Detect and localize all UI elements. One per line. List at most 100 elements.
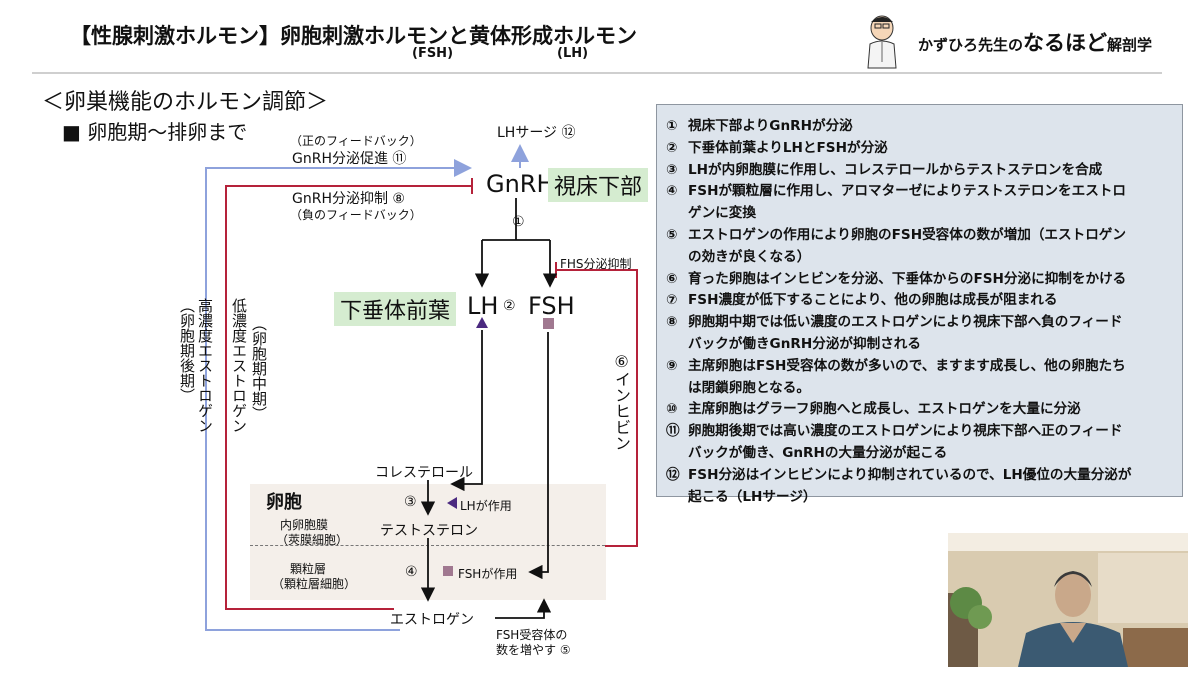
- step-text: FSH濃度が低下することにより、他の卵胞は成長が阻まれる: [688, 290, 1057, 312]
- inhibin-label: ⑥インヒビン: [612, 352, 631, 451]
- follicle-label: 卵胞: [266, 492, 302, 513]
- step-number: ②: [666, 139, 678, 156]
- fsh-receptor-label-1: FSH受容体の: [496, 628, 568, 642]
- step-text-line: LHが内卵胞膜に作用し、コレステロールからテストステロンを合成: [688, 161, 1103, 178]
- step-text-line: エストロゲンの作用により卵胞のFSH受容体の数が増加（エストロゲン: [688, 226, 1126, 243]
- section-title: ＜卵巣機能のホルモン調節＞: [42, 90, 329, 115]
- page-title: 【性腺刺激ホルモン】卵胞刺激ホルモンと黄体形成ホルモン: [70, 24, 637, 48]
- presenter-video: [948, 533, 1188, 667]
- step-item: ⑫ FSH分泌はインヒビンにより抑制されているので、LH優位の大量分泌が起こる（L…: [666, 465, 1178, 509]
- step-number: ①: [666, 118, 678, 134]
- positive-feedback-label: （正のフィードバック）: [290, 134, 422, 148]
- step-number: ⑦: [666, 292, 678, 309]
- step-text-line: バックが働きGnRH分泌が抑制される: [688, 335, 921, 352]
- low-estrogen-label: 低濃度エストロゲン: [230, 298, 248, 433]
- step-item: ③ LHが内卵胞膜に作用し、コレステロールからテストステロンを合成: [666, 160, 1178, 182]
- high-estrogen-label: 高濃度エストロゲン: [196, 298, 214, 433]
- step-item: ⑤ エストロゲンの作用により卵胞のFSH受容体の数が増加（エストロゲンの効きが良く…: [666, 225, 1178, 269]
- cholesterol-label: コレステロール: [375, 465, 473, 481]
- anterior-pituitary-label: 下垂体前葉: [334, 292, 457, 326]
- step-text: エストロゲンの作用により卵胞のFSH受容体の数が増加（エストロゲンの効きが良くな…: [688, 225, 1126, 269]
- lh-label: LH: [467, 292, 499, 320]
- granulosa-label: 顆粒層: [290, 562, 327, 576]
- lh-triangle-marker: [476, 317, 488, 328]
- step-text: FSH分泌はインヒビンにより抑制されているので、LH優位の大量分泌が起こる（LH…: [688, 465, 1132, 509]
- step-3-marker: ③: [404, 494, 417, 510]
- step-item: ⑥ 育った卵胞はインヒビンを分泌、下垂体からのFSH分泌に抑制をかける: [666, 269, 1178, 291]
- step-text-line: ゲンに変換: [688, 205, 756, 222]
- gnrh-inhibition-label: GnRH分泌抑制 ⑧: [292, 191, 405, 207]
- step-number: ⑫: [666, 466, 680, 483]
- step-text-line: 卵胞期中期では低い濃度のエストロゲンにより視床下部へ負のフィード: [688, 314, 1123, 331]
- step-item: ④ FSHが顆粒層に作用し、アロマターゼによりテストステロンをエストロゲンに変換: [666, 181, 1178, 225]
- step-number: ⑪: [666, 423, 680, 440]
- presenter-image: [948, 533, 1188, 667]
- fsh-label: FSH: [528, 292, 575, 320]
- step-text: 下垂体前葉よりLHとFSHが分泌: [688, 138, 888, 160]
- step-number: ⑥: [666, 270, 678, 287]
- step-item: ⑨ 主席卵胞はFSH受容体の数が多いので、ますます成長し、他の卵胞たちは閉鎖卵胞と…: [666, 356, 1178, 400]
- step-number: ③: [666, 161, 678, 178]
- step-item: ② 下垂体前葉よりLHとFSHが分泌: [666, 138, 1178, 160]
- step-text-line: 視床下部よりGnRHが分泌: [688, 118, 853, 134]
- theca-paren-label: （莢膜細胞）: [276, 533, 349, 547]
- fsh-square-marker: [543, 318, 554, 329]
- lh-acts-marker: [447, 497, 457, 509]
- theca-interna-label: 内卵胞膜: [280, 518, 329, 532]
- step-text-line: 主席卵胞はFSH受容体の数が多いので、ますます成長し、他の卵胞たち: [688, 357, 1126, 374]
- step-text-line: FSH濃度が低下することにより、他の卵胞は成長が阻まれる: [688, 292, 1058, 309]
- low-estrogen-paren: （卵胞期中期）: [250, 316, 268, 421]
- hypothalamus-label: 視床下部: [548, 168, 649, 202]
- step-item: ⑩ 主席卵胞はグラーフ卵胞へと成長し、エストロゲンを大量に分泌: [666, 399, 1178, 421]
- step-text: 育った卵胞はインヒビンを分泌、下垂体からのFSH分泌に抑制をかける: [688, 269, 1126, 291]
- gnrh-label: GnRH: [486, 170, 555, 198]
- fhs-inhibition-label: FHS分泌抑制: [560, 257, 632, 271]
- negative-feedback-label: （負のフィードバック）: [290, 208, 422, 222]
- estrogen-label: エストロゲン: [390, 612, 474, 628]
- step-number: ⑩: [666, 401, 678, 418]
- step-1-marker: ①: [512, 214, 525, 230]
- fsh-ruby: (FSH): [412, 46, 454, 61]
- mascot-doctor-illustration: [867, 15, 897, 69]
- step-text: 主席卵胞はグラーフ卵胞へと成長し、エストロゲンを大量に分泌: [688, 399, 1081, 421]
- fsh-acts-label: FSHが作用: [458, 567, 518, 581]
- step-2-marker: ②: [503, 298, 516, 314]
- subsection-title: ■ 卵胞期〜排卵まで: [62, 120, 248, 144]
- step-number: ⑨: [666, 357, 678, 374]
- step-text: 卵胞期後期では高い濃度のエストロゲンにより視床下部へ正のフィードバックが働き、G…: [688, 421, 1122, 465]
- step-text-line: 育った卵胞はインヒビンを分泌、下垂体からのFSH分泌に抑制をかける: [688, 270, 1127, 287]
- step-text-line: 起こる（LHサージ）: [688, 488, 817, 505]
- lh-acts-label: LHが作用: [460, 499, 512, 513]
- lh-action-arrow: [450, 330, 483, 492]
- fsh-acts-marker: [443, 566, 453, 576]
- lh-surge-label: LHサージ ⑫: [497, 125, 576, 141]
- high-estrogen-paren: （卵胞期後期）: [178, 298, 196, 403]
- step-text: FSHが顆粒層に作用し、アロマターゼによりテストステロンをエストロゲンに変換: [688, 181, 1126, 225]
- step-number: ④: [666, 183, 678, 200]
- fsh-receptor-arrow: [495, 598, 552, 619]
- positive-feedback-line: [205, 159, 472, 631]
- testosterone-label: テストステロン: [380, 523, 478, 539]
- brand-logo-text: かずひろ先生のなるほど解剖学: [918, 31, 1153, 55]
- step-text-line: 卵胞期後期では高い濃度のエストロゲンにより視床下部へ正のフィード: [688, 423, 1123, 440]
- step-item: ⑦ FSH濃度が低下することにより、他の卵胞は成長が阻まれる: [666, 290, 1178, 312]
- step-item: ⑪ 卵胞期後期では高い濃度のエストロゲンにより視床下部へ正のフィードバックが働き、…: [666, 421, 1178, 465]
- fsh-receptor-label-2: 数を増やす ⑤: [496, 643, 571, 657]
- granulosa-paren-label: （顆粒層細胞）: [272, 577, 357, 591]
- lh-ruby: (LH): [557, 46, 589, 61]
- step-text: LHが内卵胞膜に作用し、コレステロールからテストステロンを合成: [688, 160, 1102, 182]
- step-text-line: の効きが良くなる）: [688, 248, 811, 265]
- follicle-divider: [250, 545, 610, 546]
- step-text-line: 下垂体前葉よりLHとFSHが分泌: [688, 139, 888, 156]
- step-text-line: 主席卵胞はグラーフ卵胞へと成長し、エストロゲンを大量に分泌: [688, 401, 1081, 418]
- step-text-line: FSHが顆粒層に作用し、アロマターゼによりテストステロンをエストロ: [688, 183, 1126, 200]
- step-text: 主席卵胞はFSH受容体の数が多いので、ますます成長し、他の卵胞たちは閉鎖卵胞とな…: [688, 356, 1126, 400]
- explanation-panel: [656, 104, 1183, 497]
- step-number: ⑤: [666, 226, 678, 243]
- step-text: 視床下部よりGnRHが分泌: [688, 116, 853, 138]
- fsh-action-arrow: [528, 332, 549, 580]
- step-text: 卵胞期中期では低い濃度のエストロゲンにより視床下部へ負のフィードバックが働きGn…: [688, 312, 1122, 356]
- negative-feedback-line: [225, 185, 472, 610]
